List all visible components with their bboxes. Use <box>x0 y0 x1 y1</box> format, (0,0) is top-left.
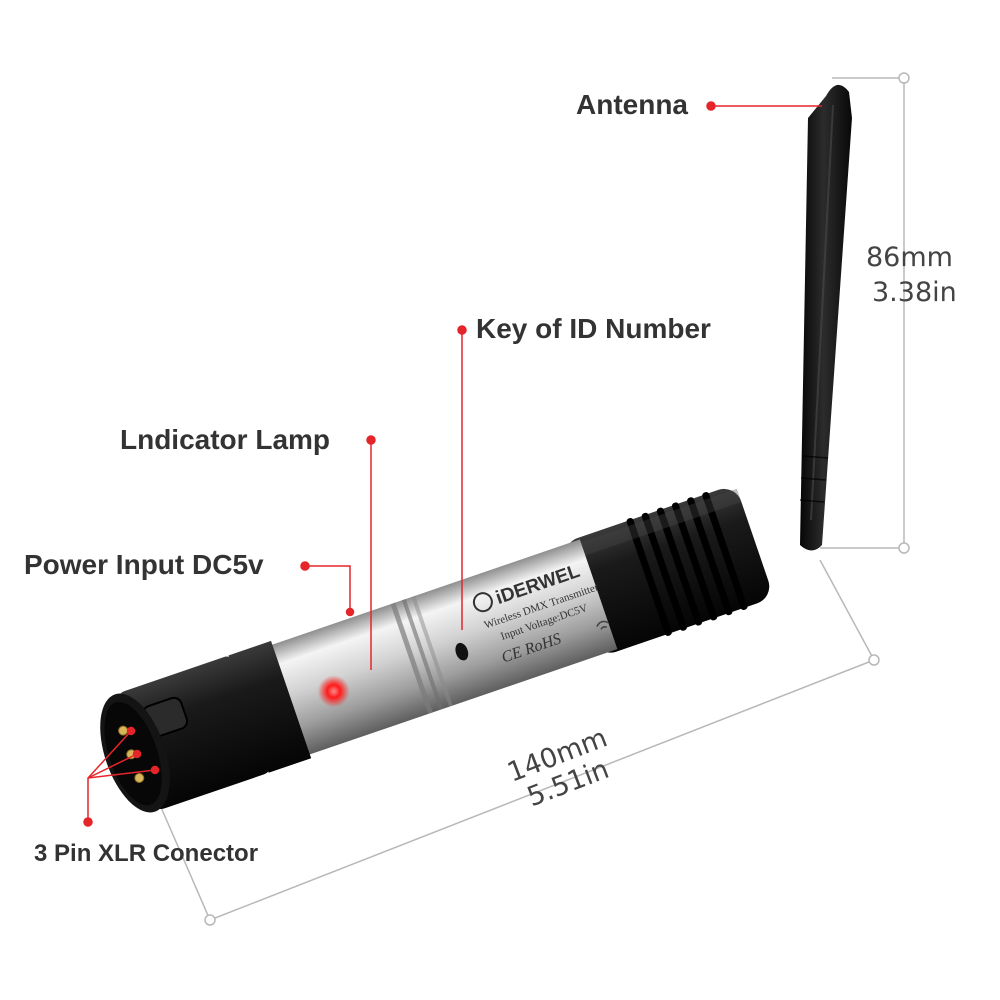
callout-leaders <box>83 101 822 827</box>
silver-tube <box>267 539 618 757</box>
antenna-swivel <box>561 488 770 653</box>
tube-grooves <box>390 595 453 714</box>
transmitter-body: iDERWEL Wireless DMX Transmitter Input V… <box>100 488 770 813</box>
xlr-connector-label: 3 Pin XLR Conector <box>34 840 259 867</box>
id-key-button <box>455 642 469 661</box>
height-in-label: 3.38in <box>872 277 957 308</box>
height-mm-label: 86mm <box>866 242 953 273</box>
indicator-lamp-label: Lndicator Lamp <box>120 424 331 455</box>
antenna-label: Antenna <box>576 89 688 120</box>
height-dimension-line <box>820 72 910 554</box>
indicator-led <box>317 675 350 708</box>
length-dimension-line <box>159 559 880 926</box>
key-id-label: Key of ID Number <box>476 313 711 344</box>
antenna-icon <box>799 84 852 551</box>
power-input-label: Power Input DC5v <box>24 549 264 580</box>
xlr-connector <box>100 640 312 813</box>
